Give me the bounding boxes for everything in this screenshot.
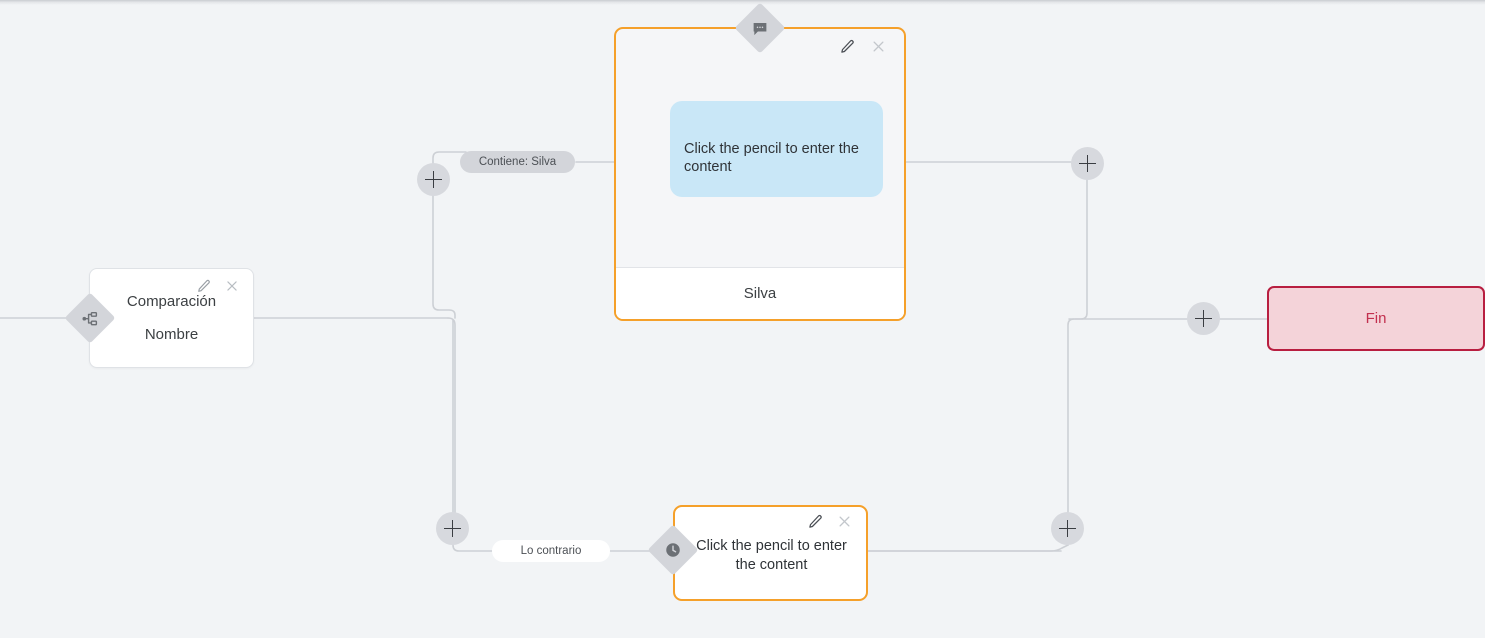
edge-split-up [432,179,456,319]
chat-bubble: Click the pencil to enter the content [670,101,883,197]
clock-icon[interactable] [647,524,699,576]
node-chat-actions [840,39,886,54]
pencil-icon[interactable] [808,514,823,529]
node-fin-label: Fin [1365,310,1387,327]
pencil-icon[interactable] [197,279,211,293]
node-chat-body: Click the pencil to enter the content [616,29,904,267]
pencil-icon[interactable] [840,39,855,54]
node-comparacion-subtitle: Nombre [144,326,199,343]
edge-timer-to-botright-plus [867,544,1069,552]
node-fin[interactable]: Fin [1267,286,1485,351]
close-icon[interactable] [837,514,852,529]
add-node-button-top-right[interactable] [1071,147,1104,180]
node-timer-message[interactable]: Click the pencil to enter the content [673,505,868,601]
branch-icon[interactable] [64,292,116,344]
edge-topright-down [1074,179,1088,320]
close-icon[interactable] [225,279,239,293]
node-chat-footer: Silva [616,267,904,319]
add-node-button-bottom-right[interactable] [1051,512,1084,545]
node-chat-message[interactable]: Click the pencil to enter the content Si… [614,27,906,321]
add-node-button-before-fin[interactable] [1187,302,1220,335]
close-icon[interactable] [871,39,886,54]
edge-botright-up [1067,318,1075,513]
node-comparacion[interactable]: Comparación Nombre [89,268,254,368]
edge-botplus-to-label [452,528,498,552]
node-comparacion-title: Comparación [126,293,217,310]
edge-topplus-to-label [432,151,467,164]
chat-bubble-icon[interactable] [734,2,786,54]
node-comparacion-actions [197,279,239,293]
node-timer-actions [808,514,852,529]
add-node-button-bottom-left[interactable] [436,512,469,545]
window-chrome-strip [0,0,1485,5]
edge-label-contiene[interactable]: Contiene: Silva [460,151,575,173]
add-node-button-top-left[interactable] [417,163,450,196]
edge-label-contrario[interactable]: Lo contrario [492,540,610,562]
node-timer-text: Click the pencil to enter the content [696,538,847,573]
edge-split-down [447,317,456,530]
